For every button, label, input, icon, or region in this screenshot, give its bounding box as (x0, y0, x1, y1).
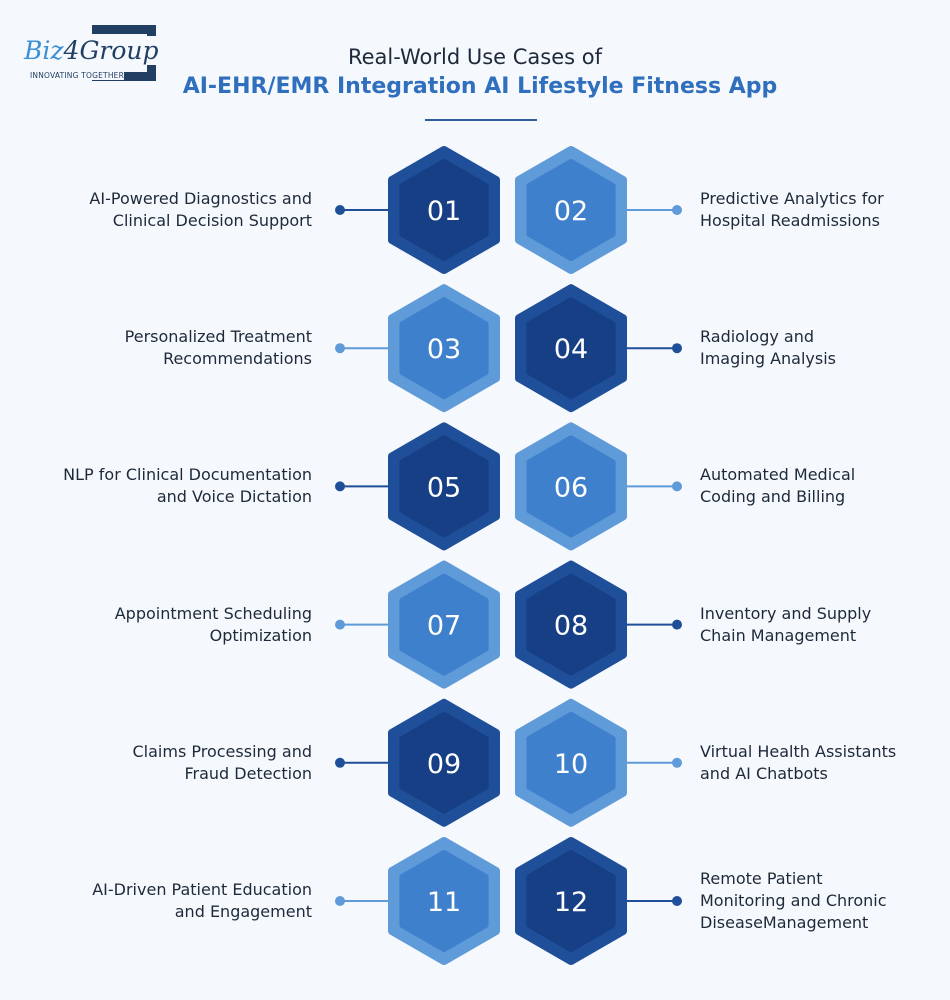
connector-dot (672, 481, 682, 492)
label-line: Radiology and (700, 327, 815, 347)
logo-tagline: INNOVATING TOGETHER (30, 71, 125, 80)
use-case-number: 09 (427, 749, 461, 780)
label-line: Fraud Detection (184, 763, 312, 783)
hexagon-inner (399, 850, 489, 952)
hexagon-inner (526, 850, 616, 952)
connector-dot (335, 619, 345, 630)
hexagon-inner (526, 573, 616, 676)
label-line: and AI Chatbots (700, 763, 828, 783)
label-line: and Voice Dictation (156, 487, 312, 507)
label-line: Clinical Decision Support (112, 211, 312, 230)
hexagon-inner (526, 297, 616, 400)
page-title-line2: AI-EHR/EMR Integration AI Lifestyle Fitn… (182, 74, 778, 99)
hexagon-inner (399, 435, 489, 538)
label-line: Monitoring and Chronic (700, 891, 887, 910)
connector-dot (672, 896, 682, 906)
use-case-04: 04 (515, 284, 682, 413)
label-line: Inventory and Supply (700, 603, 872, 623)
hexagon-inner (399, 573, 489, 676)
use-case-03: 03 (335, 284, 500, 413)
connector-dot (335, 343, 345, 354)
connector-dot (672, 343, 682, 354)
label-line: Hospital Readmissions (700, 211, 880, 230)
label-line: AI-Driven Patient Education (92, 880, 312, 899)
use-case-number: 03 (427, 334, 461, 365)
label-line: and Engagement (174, 902, 312, 921)
use-case-number: 06 (554, 472, 588, 503)
use-case-number: 10 (554, 749, 588, 780)
connector-dot (672, 757, 682, 768)
use-case-12: 12 (515, 837, 682, 965)
logo-wordmark: Biz4Group (24, 36, 161, 65)
title-divider (425, 119, 537, 121)
label-line: Appointment Scheduling (114, 603, 312, 623)
page-title-line1: Real-World Use Cases of (347, 45, 602, 69)
use-case-01: 01 (335, 146, 500, 274)
label-line: Chain Management (700, 625, 857, 645)
use-case-number: 02 (554, 196, 588, 227)
connector-dot (335, 896, 345, 906)
label-line: Optimization (209, 625, 312, 645)
label-line: Automated Medical (700, 465, 856, 485)
use-case-number: 08 (554, 611, 588, 642)
hexagon-inner (399, 297, 489, 400)
label-line: Personalized Treatment (124, 327, 312, 347)
use-case-number: 05 (427, 472, 461, 503)
label-line: Predictive Analytics for (700, 189, 884, 208)
use-case-10: 10 (515, 698, 682, 827)
bizgroup-logo: Biz4Group INNOVATING TOGETHER (24, 24, 161, 84)
connector-dot (672, 205, 682, 215)
hexagon-inner (526, 159, 616, 261)
use-case-number: 07 (427, 611, 461, 642)
hexagon-inner (526, 435, 616, 538)
label-line: AI-Powered Diagnostics and (89, 189, 312, 208)
label-line: Recommendations (163, 349, 312, 369)
use-case-label: AI-Driven Patient Education and Engagemen… (92, 879, 312, 923)
connector-dot (335, 757, 345, 768)
use-case-08: 08 (515, 560, 682, 689)
hexagon-inner (526, 711, 616, 814)
use-case-number: 04 (554, 334, 588, 365)
connector-dot (335, 205, 345, 215)
connector-dot (335, 481, 345, 492)
use-case-07: 07 (335, 560, 500, 689)
hexagon-inner (399, 159, 489, 261)
hexagon-inner (399, 711, 489, 814)
label-line: Imaging Analysis (700, 349, 837, 369)
use-case-number: 12 (554, 887, 588, 918)
label-line: Claims Processing and (132, 741, 313, 761)
use-case-09: 09 (335, 698, 500, 827)
use-case-05: 05 (335, 422, 500, 551)
use-case-number: 01 (427, 196, 461, 227)
label-line: NLP for Clinical Documentation (63, 465, 312, 485)
connector-dot (672, 619, 682, 630)
use-case-06: 06 (515, 422, 682, 551)
use-case-02: 02 (515, 146, 682, 274)
label-line: Virtual Health Assistants (700, 741, 897, 761)
use-case-number: 11 (427, 887, 461, 918)
label-line: DiseaseManagement (700, 913, 869, 932)
label-line: Coding and Billing (700, 487, 846, 507)
label-line: Remote Patient (700, 869, 823, 888)
use-case-11: 11 (335, 837, 500, 965)
